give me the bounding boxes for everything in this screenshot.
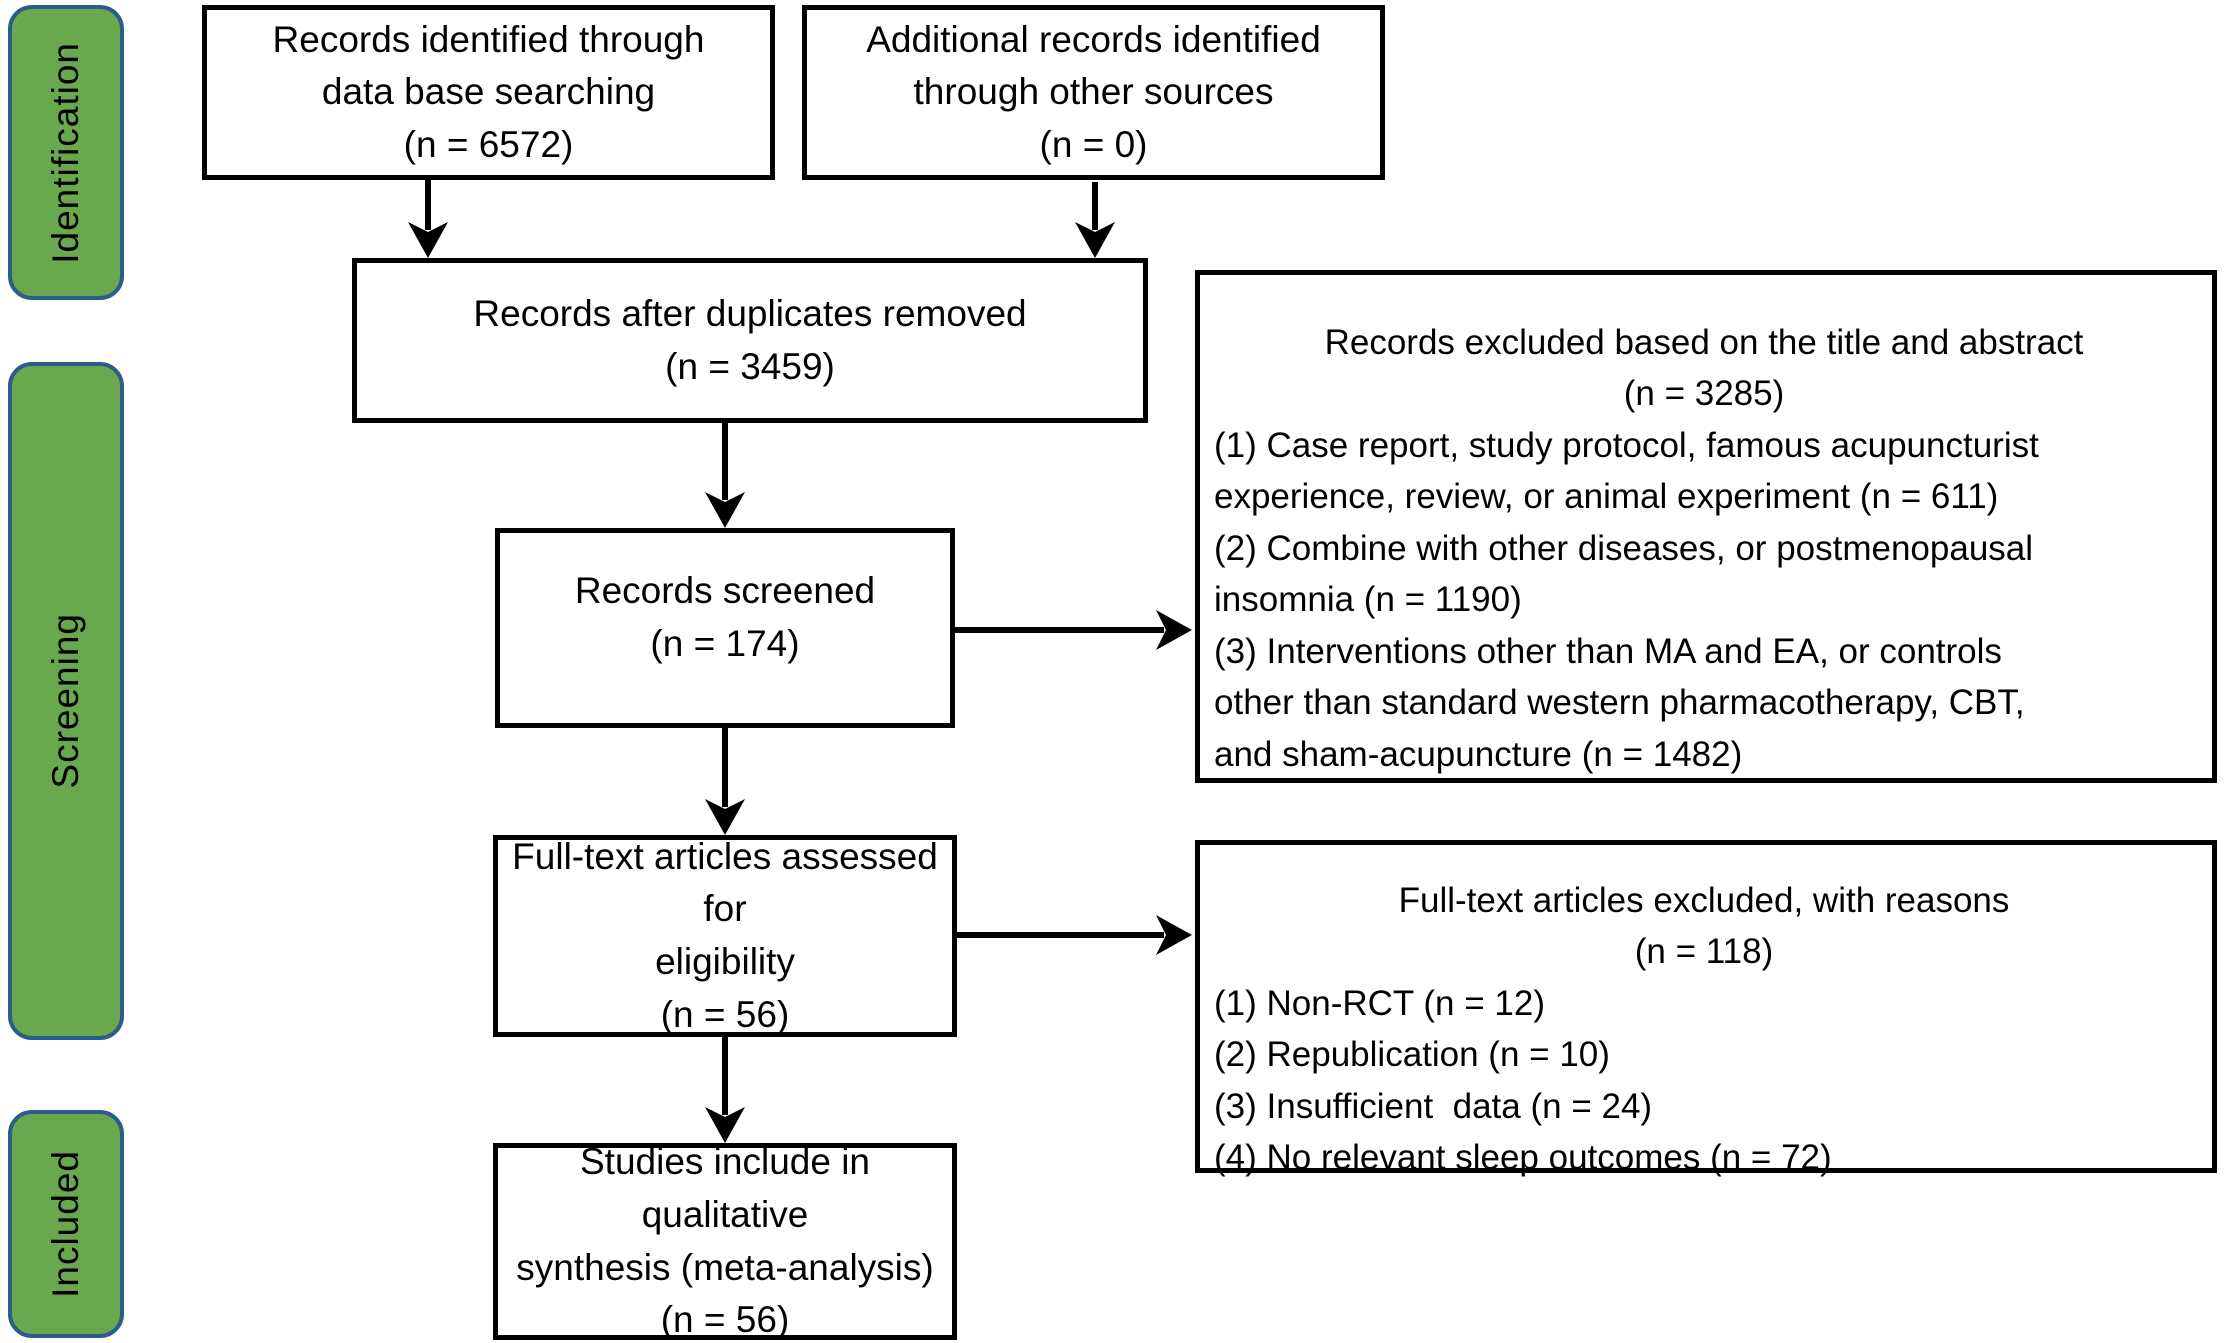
stage-label-text: Identification: [45, 41, 86, 264]
exclusion-reason: (2) Republication (n = 10): [1214, 1035, 1610, 1075]
arrowhead-right-icon: [1156, 610, 1192, 650]
stage-label-identification: Identification: [8, 5, 124, 300]
box-text: Records after duplicates removed (n = 34…: [473, 292, 1027, 387]
box-records-identified: Records identified through data base sea…: [202, 5, 775, 180]
arrowhead-down-icon: [705, 492, 745, 528]
exclusion-reason: (3) Insufficient data (n = 24): [1214, 1086, 1653, 1126]
arrowhead-right-icon: [1156, 915, 1192, 955]
box-excluded-title-abstract: Records excluded based on the title and …: [1195, 270, 2217, 783]
box-text: Full-text articles assessed for eligibil…: [512, 835, 938, 1035]
box-excluded-fulltext: Full-text articles excluded, with reason…: [1195, 840, 2217, 1177]
exclusion-title: Full-text articles excluded, with reason…: [1398, 881, 2010, 920]
box-additional-records: Additional records identified through ot…: [802, 5, 1385, 180]
box-records-screened: Records screened (n = 174): [495, 528, 955, 728]
arrowhead-down-icon: [408, 222, 448, 258]
exclusion-count: (n = 118): [1634, 932, 1774, 972]
exclusion-reason: (4) No relevant sleep outcomes (n = 72): [1214, 1138, 1832, 1178]
stage-label-text: Screening: [45, 613, 86, 789]
exclusion-count: (n = 3285): [1623, 374, 1785, 414]
arrowhead-down-icon: [1075, 222, 1115, 258]
arrowhead-down-icon: [705, 799, 745, 835]
exclusion-reason: (1) Case report, study protocol, famous …: [1214, 425, 2039, 517]
box-text: Studies include in qualitative synthesis…: [516, 1141, 934, 1341]
box-text: Records screened (n = 174): [574, 570, 876, 664]
exclusion-title: Records excluded based on the title and …: [1324, 323, 2084, 362]
exclusion-reason: (3) Interventions other than MA and EA, …: [1214, 631, 2025, 774]
box-fulltext-assessed: Full-text articles assessed for eligibil…: [493, 835, 957, 1037]
box-text: Additional records identified through ot…: [866, 18, 1321, 165]
stage-label-text: Included: [45, 1150, 86, 1298]
box-qualitative-synthesis: Studies include in qualitative synthesis…: [493, 1141, 957, 1340]
exclusion-reason: (2) Combine with other diseases, or post…: [1214, 528, 2034, 620]
stage-label-screening: Screening: [8, 362, 124, 1040]
box-text: Records identified through data base sea…: [272, 18, 705, 165]
stage-label-included: Included: [8, 1110, 124, 1338]
exclusion-reason: (1) Non-RCT (n = 12): [1214, 983, 1545, 1023]
box-duplicates-removed: Records after duplicates removed (n = 34…: [352, 258, 1148, 423]
